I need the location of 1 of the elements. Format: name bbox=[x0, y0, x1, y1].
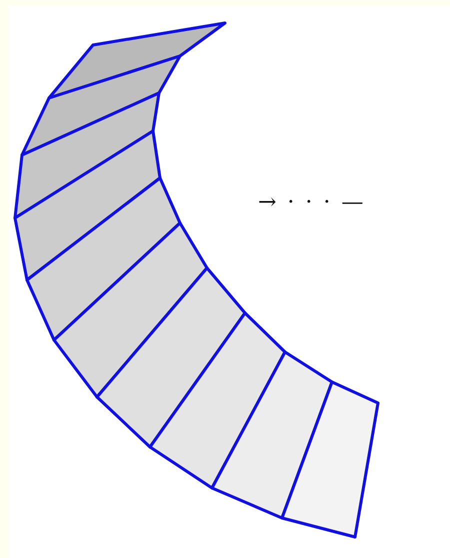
ellipsis-expression: → · · · — bbox=[258, 190, 366, 215]
